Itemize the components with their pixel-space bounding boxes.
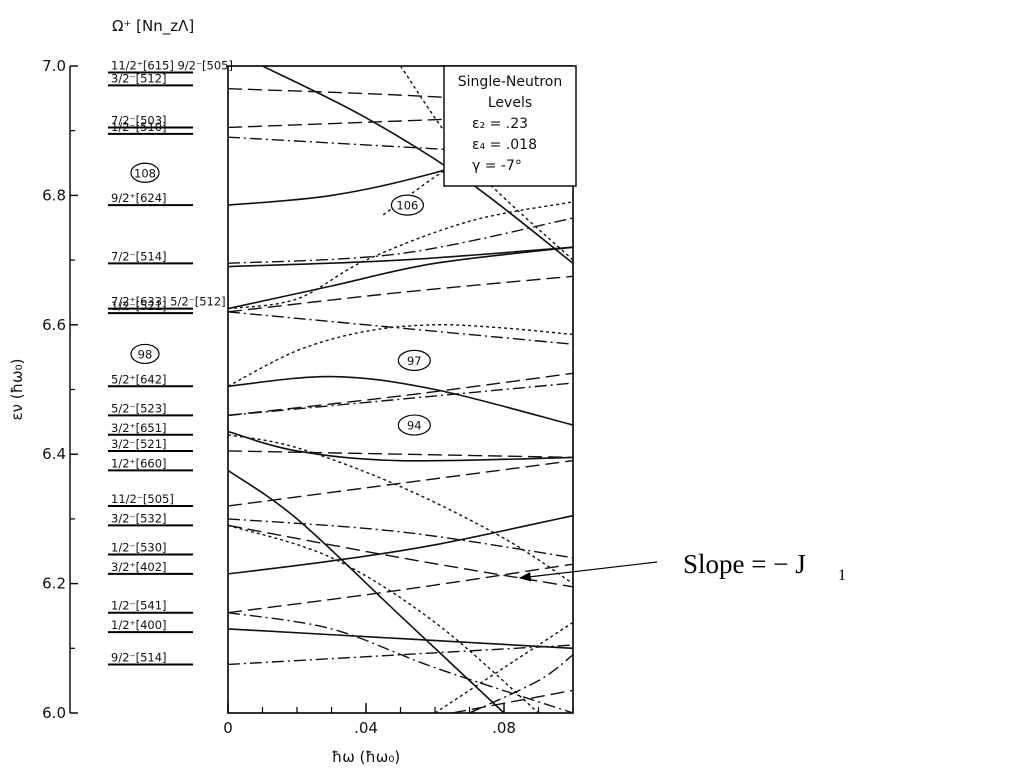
legend-line: ε₂ = .23 <box>472 116 528 132</box>
series-line-dashdot <box>228 518 573 559</box>
gap-marker-oval <box>130 162 160 183</box>
y-tick-label: 6.0 <box>42 704 66 722</box>
series-line-solid <box>228 375 573 426</box>
level-label: 9/2⁺[624] <box>111 191 167 205</box>
y-tick-label: 6.8 <box>42 186 66 204</box>
series-line-dashdot <box>228 217 573 265</box>
slope-annotation: Slope = − J <box>683 549 806 579</box>
level-label: 1/2⁺[660] <box>111 456 167 470</box>
header-label: Ω⁺ [Nn_zΛ] <box>112 17 194 36</box>
series-line-dashed <box>228 563 573 614</box>
series-line-solid <box>228 469 505 713</box>
y-tick-label: 6.4 <box>42 445 66 463</box>
legend-line: Single-Neutron <box>458 74 562 90</box>
y-axis-title: εν (ħω₀) <box>8 359 26 421</box>
level-label: 1/2⁻[541] <box>111 599 167 613</box>
series-line-dashed <box>228 372 573 417</box>
level-label: 3/2⁻[532] <box>111 511 167 525</box>
slope-arrow <box>518 561 658 582</box>
level-label: 3/2⁺[402] <box>111 560 167 574</box>
series-line-solid <box>228 430 573 462</box>
series-line-dashed <box>452 689 573 713</box>
x-axis-title: ħω (ħω₀) <box>332 748 400 766</box>
series-line-dotted <box>434 621 573 713</box>
curve-marker-label: 106 <box>396 199 418 213</box>
series-line-dotted <box>399 66 573 261</box>
level-label: 3/2⁺[651] <box>111 421 167 435</box>
legend-line: ε₄ = .018 <box>472 137 537 153</box>
level-label: 3/2⁻[521] <box>111 437 167 451</box>
y-tick-label: 6.6 <box>42 316 66 334</box>
level-label: 1/2⁻[530] <box>111 540 167 554</box>
y-tick-label: 7.0 <box>42 57 66 75</box>
series-line-solid <box>228 246 573 268</box>
series-line-dotted <box>228 434 573 585</box>
gap-marker-oval <box>130 343 160 365</box>
series-line-dashdot <box>469 654 573 713</box>
level-label: 3/2⁻[512] <box>111 71 167 85</box>
curve-marker-label: 94 <box>407 419 422 433</box>
series-line-dashed <box>228 275 573 313</box>
series-line-dotted <box>228 324 573 387</box>
legend-line: γ = -7° <box>472 158 522 174</box>
series-line-solid <box>228 514 573 575</box>
series-line-dashdot <box>228 311 573 345</box>
curve-marker-label: 97 <box>407 354 422 368</box>
gap-marker-label: 108 <box>134 166 156 180</box>
level-label: 11/2⁺[615] 9/2⁻[505] <box>111 58 233 72</box>
level-label: 5/2⁻[523] <box>111 401 167 415</box>
x-tick-label: 0 <box>223 719 233 737</box>
legend-box <box>443 65 577 187</box>
curve-marker-oval <box>397 349 431 371</box>
series-line-dashed <box>228 459 573 507</box>
series-line-dashed <box>228 524 573 588</box>
curve-marker-oval <box>390 194 424 216</box>
level-label: 7/2⁺[633] 5/2⁻[512] <box>111 295 226 309</box>
legend-line: Levels <box>488 95 532 111</box>
level-label: 1/2⁺[400] <box>111 618 167 632</box>
level-label: 5/2⁺[642] <box>111 372 167 386</box>
series-line-solid <box>228 628 573 650</box>
curve-marker-oval <box>397 414 431 436</box>
slope-annotation-subscript: 1 <box>838 567 846 584</box>
series-line-dotted <box>228 201 573 310</box>
series-line-dotted <box>228 524 539 713</box>
level-label: 11/2⁻[505] <box>111 492 174 506</box>
level-label: 9/2⁻[514] <box>111 650 167 664</box>
level-scheme: 11/2⁺[615] 9/2⁻[505]3/2⁻[512]7/2⁻[503]1/… <box>108 58 233 666</box>
x-tick-label: .04 <box>354 719 378 737</box>
series-line-dashdot <box>228 612 573 713</box>
series-line-dashed <box>228 450 573 459</box>
series-line-solid <box>262 66 573 264</box>
series-line-solid <box>228 246 573 310</box>
gap-marker-label: 98 <box>138 347 153 361</box>
level-label: 7/2⁻[514] <box>111 249 167 263</box>
y-tick-label: 6.2 <box>42 575 66 593</box>
x-tick-label: .08 <box>492 719 516 737</box>
level-label: 1/2⁻[510] <box>111 120 167 134</box>
level-label: 7/2⁻[503] <box>111 113 167 127</box>
level-label: 1/2⁻[521] <box>111 299 167 313</box>
